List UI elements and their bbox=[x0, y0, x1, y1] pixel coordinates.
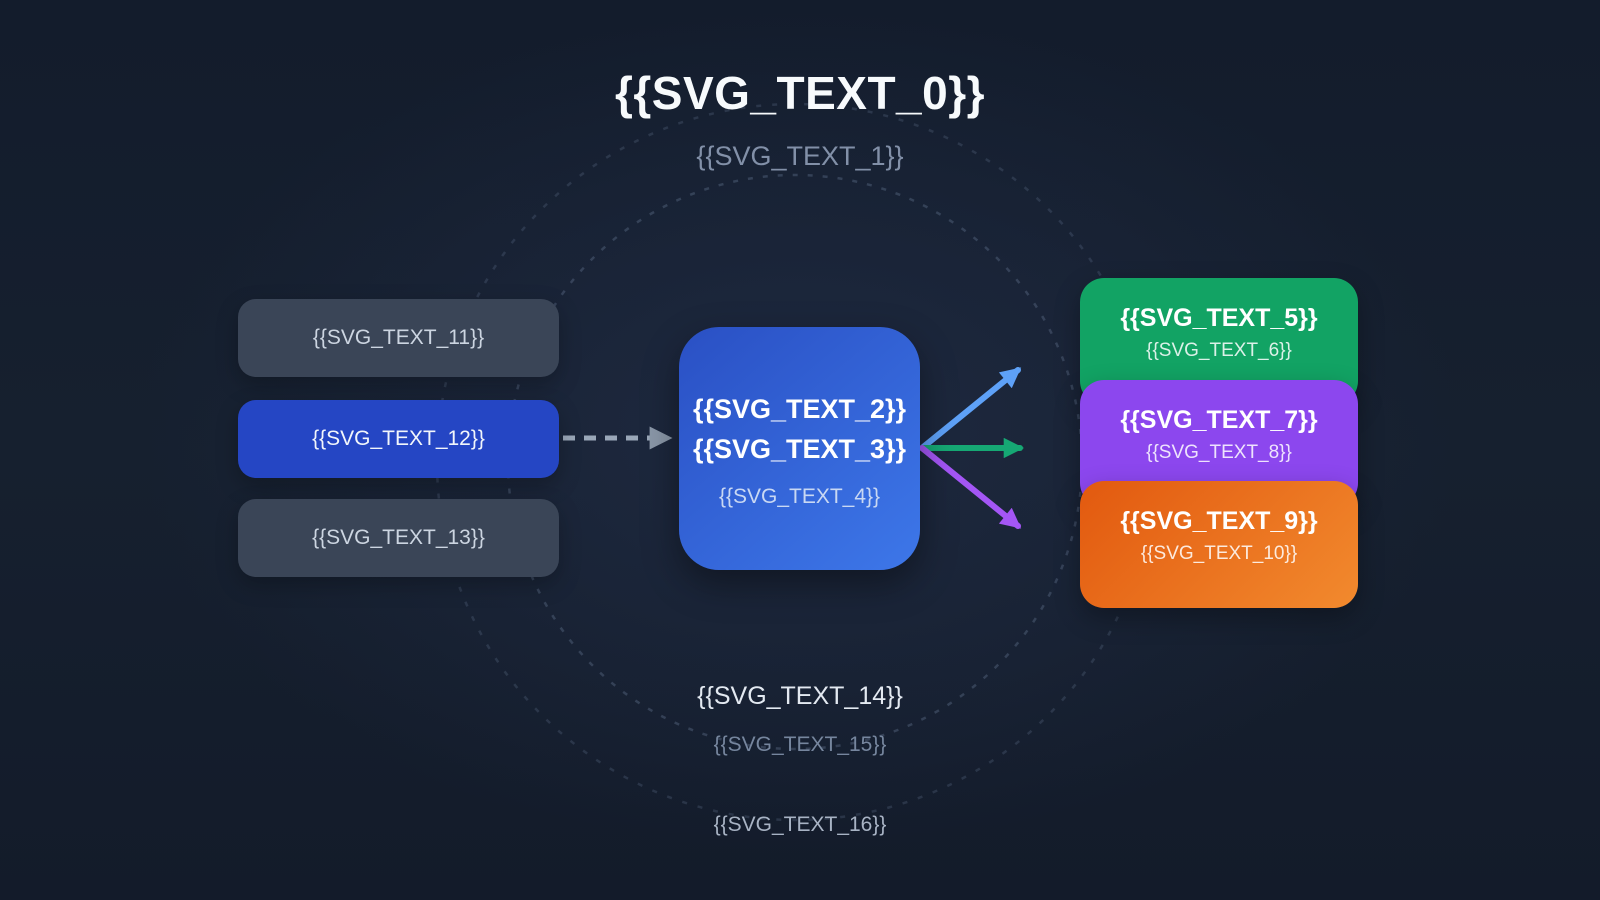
left-node-1: {{SVG_TEXT_11}} bbox=[238, 299, 559, 377]
output-arrow-blue bbox=[919, 367, 1022, 451]
center-node-title-line1: {{SVG_TEXT_2}} bbox=[692, 393, 907, 424]
diagram-subtitle: {{SVG_TEXT_1}} bbox=[696, 141, 904, 171]
diagram-title: {{SVG_TEXT_0}} bbox=[614, 67, 986, 119]
footer-subtext: {{SVG_TEXT_15}} bbox=[713, 733, 887, 756]
right-node-orange-subtitle: {{SVG_TEXT_10}} bbox=[1140, 543, 1298, 564]
left-node-1-label: {{SVG_TEXT_11}} bbox=[312, 326, 485, 349]
right-node-purple-subtitle: {{SVG_TEXT_8}} bbox=[1146, 442, 1292, 463]
left-node-3-label: {{SVG_TEXT_13}} bbox=[312, 526, 485, 549]
center-node-subtitle: {{SVG_TEXT_4}} bbox=[718, 484, 881, 508]
left-node-2-active: {{SVG_TEXT_12}} bbox=[238, 400, 559, 478]
right-node-green-subtitle: {{SVG_TEXT_6}} bbox=[1146, 340, 1292, 361]
left-node-3: {{SVG_TEXT_13}} bbox=[238, 499, 559, 577]
right-node-green-title: {{SVG_TEXT_5}} bbox=[1120, 304, 1318, 332]
right-node-orange: {{SVG_TEXT_9}} {{SVG_TEXT_10}} bbox=[1080, 481, 1358, 608]
output-arrow-purple bbox=[919, 445, 1022, 529]
footer-caption: {{SVG_TEXT_16}} bbox=[713, 813, 887, 836]
center-node-title-line2: {{SVG_TEXT_3}} bbox=[692, 433, 907, 464]
center-node: {{SVG_TEXT_2}} {{SVG_TEXT_3}} {{SVG_TEXT… bbox=[679, 327, 920, 570]
right-node-orange-title: {{SVG_TEXT_9}} bbox=[1120, 507, 1318, 535]
footer-heading: {{SVG_TEXT_14}} bbox=[697, 682, 903, 710]
right-node-purple-title: {{SVG_TEXT_7}} bbox=[1120, 406, 1318, 434]
left-node-2-label: {{SVG_TEXT_12}} bbox=[312, 427, 485, 450]
